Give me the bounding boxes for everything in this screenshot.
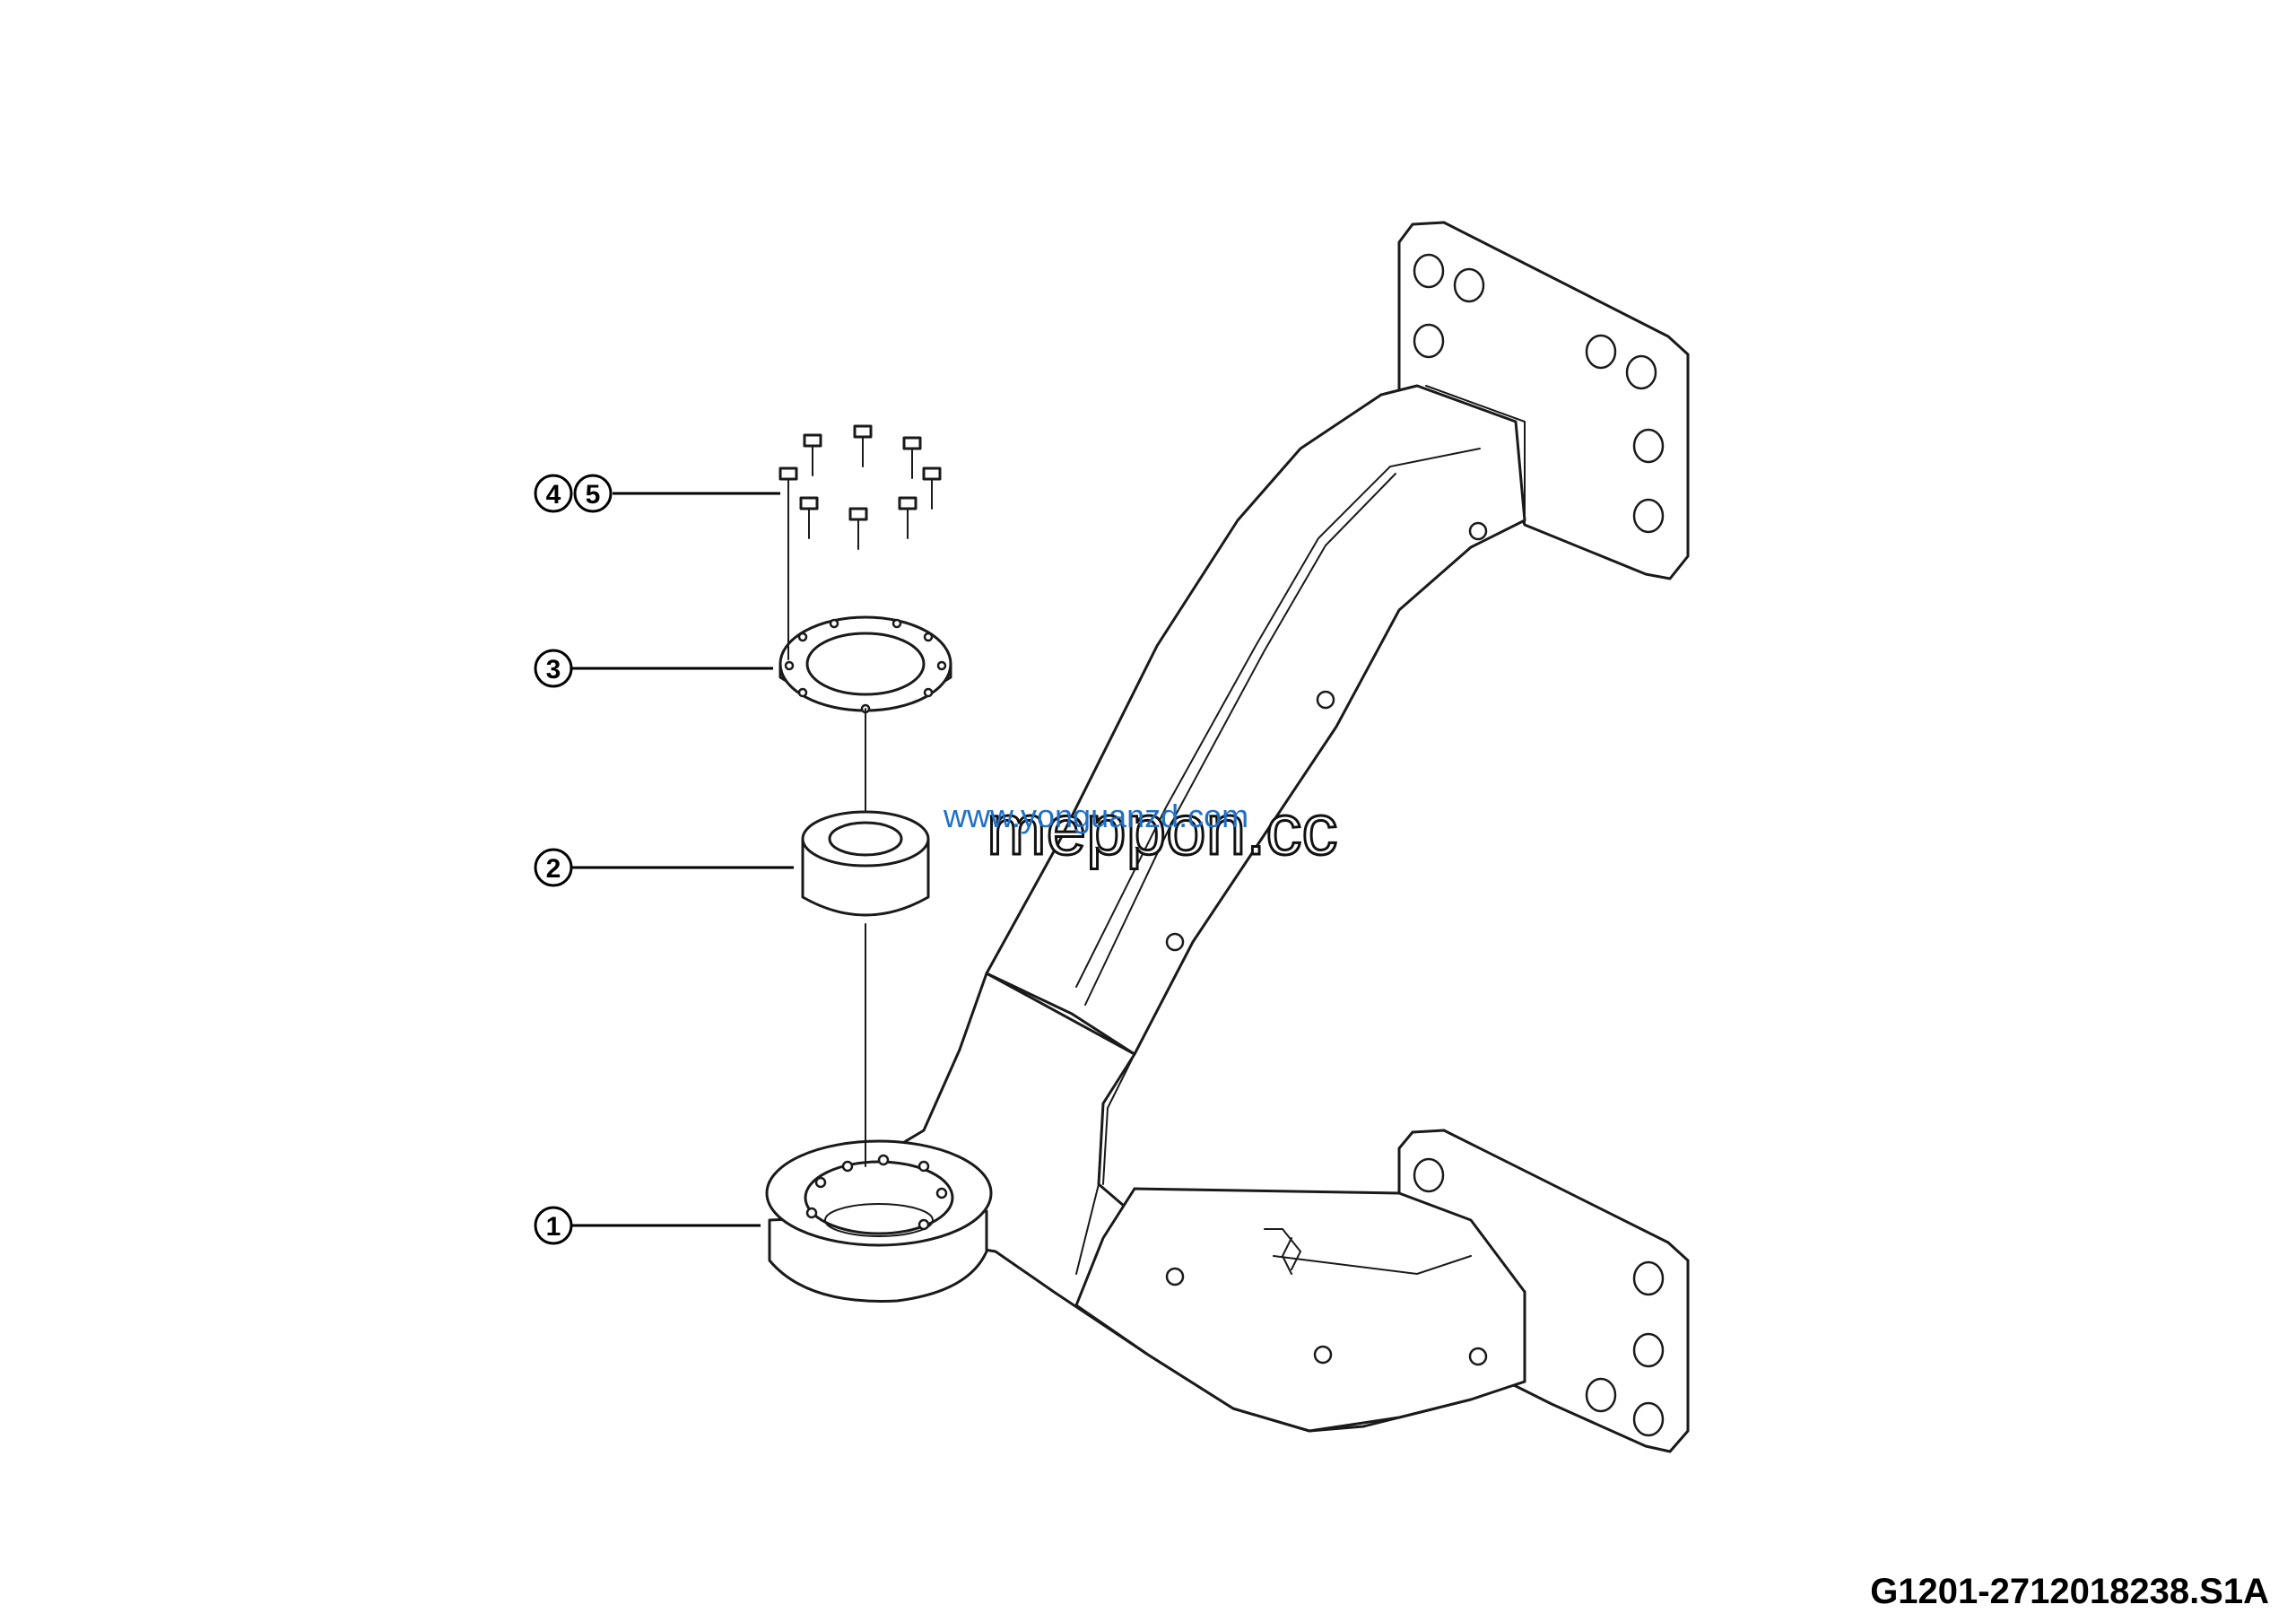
- callout-5: 5: [573, 474, 613, 513]
- bolt: [803, 433, 822, 476]
- axle-frame-arm: [765, 221, 1690, 1453]
- callout-5-label: 5: [586, 480, 601, 510]
- bushing-part-2: [801, 810, 930, 917]
- bolt: [898, 496, 918, 539]
- pivot-eye-housing: [765, 1139, 993, 1303]
- callout-group: 4 5 3 2 1: [534, 474, 794, 1245]
- grease-fittings: [1165, 521, 1488, 1366]
- bolt: [853, 424, 873, 467]
- watermark-large: meppon.cc: [987, 789, 1337, 869]
- bolt: [778, 467, 798, 510]
- upper-plate-bolt-holes: [1413, 253, 1665, 534]
- callout-4-label: 4: [546, 480, 561, 510]
- upper-diagonal-beam: [985, 384, 1526, 1056]
- callout-2: 2: [534, 848, 573, 887]
- callout-3-label: 3: [546, 655, 561, 685]
- bolts-parts-4-5: [778, 424, 942, 550]
- bolt: [848, 507, 868, 550]
- bolt: [902, 436, 922, 479]
- lower-diagonal-beam: [1074, 1187, 1526, 1433]
- callout-1: 1: [534, 1206, 573, 1245]
- callout-4: 4: [534, 474, 573, 513]
- lower-plate-bolt-holes: [1413, 1157, 1665, 1437]
- watermark-small: www.yonguanzd.com: [943, 798, 1248, 834]
- drawing-code: G1201-2712018238.S1A: [1870, 1572, 2269, 1611]
- flange-ring-part-3: [778, 615, 952, 714]
- callout-3: 3: [534, 649, 573, 688]
- bolt: [799, 496, 819, 539]
- callout-2-label: 2: [546, 854, 561, 884]
- bolt: [922, 467, 942, 510]
- callout-1-label: 1: [546, 1212, 561, 1242]
